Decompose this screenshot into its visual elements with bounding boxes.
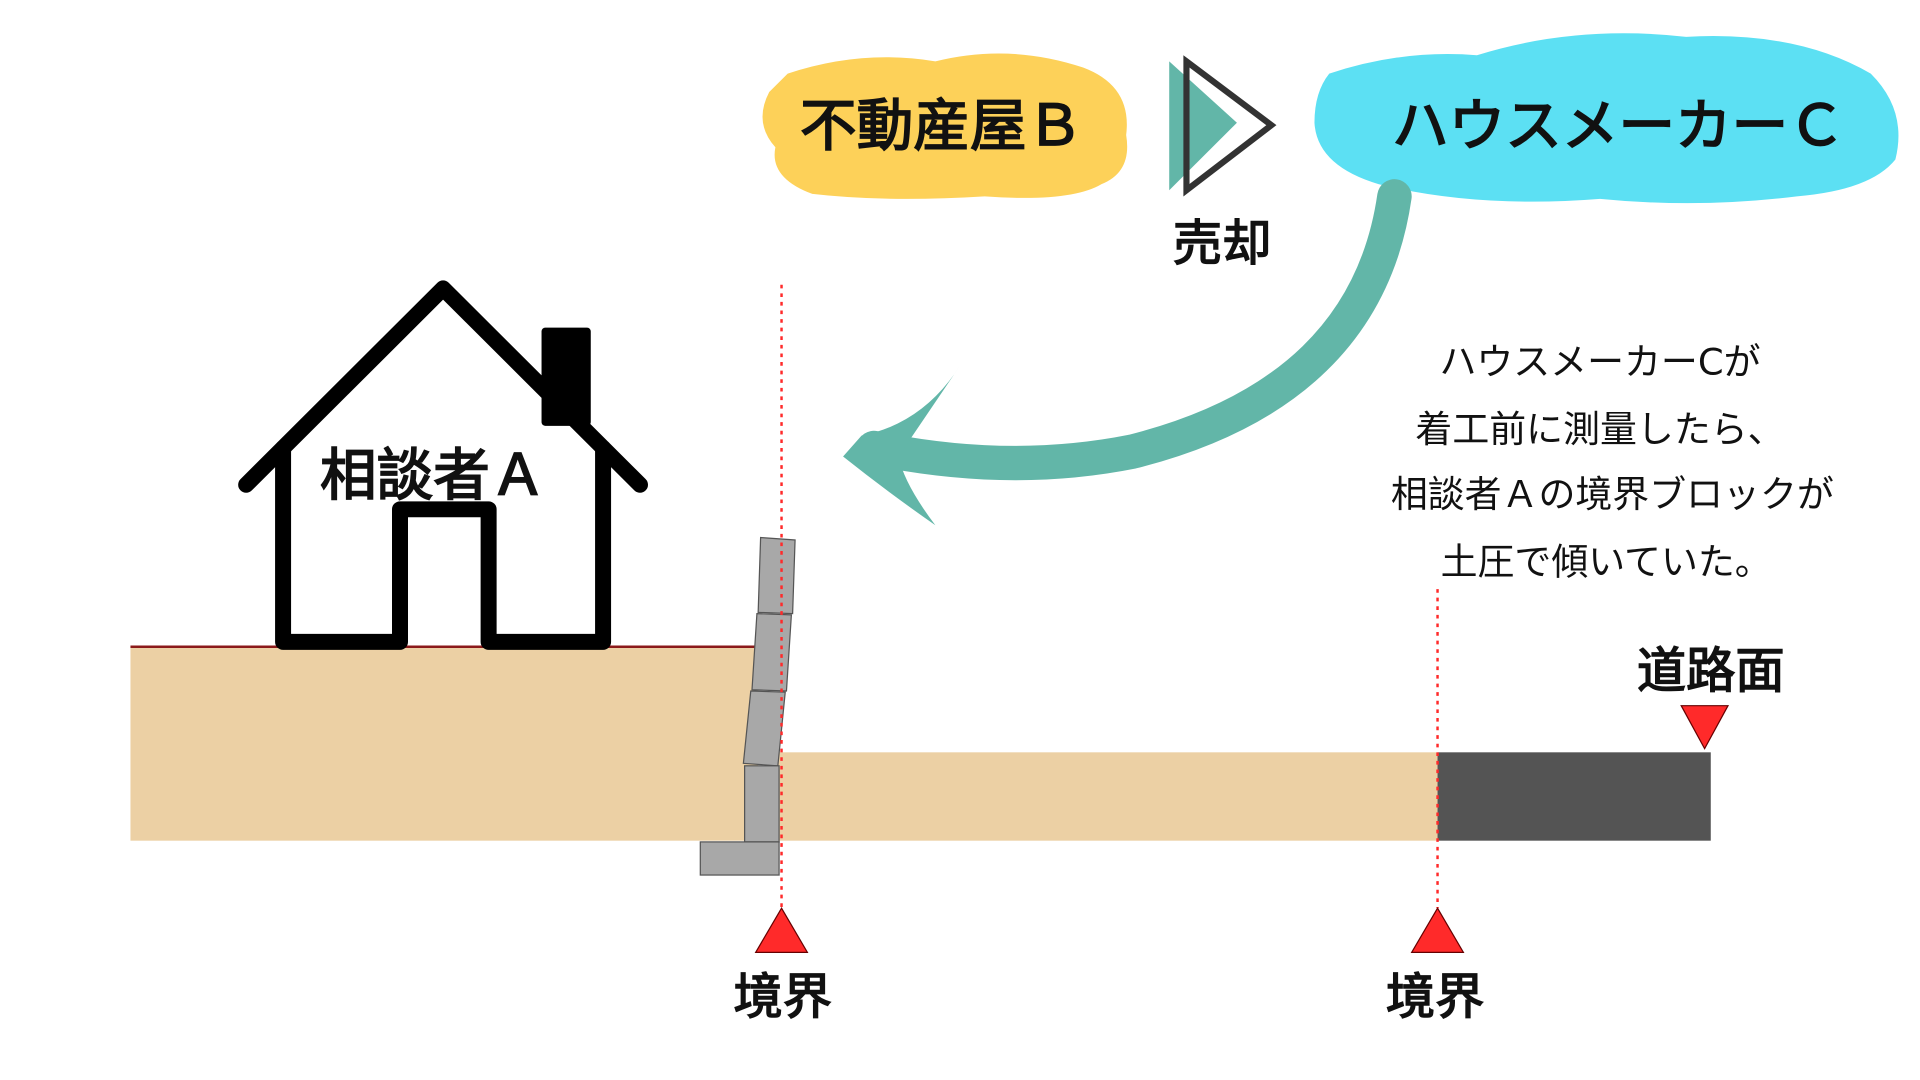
lower-land [777, 752, 1438, 841]
house-maker-bubble: ハウスメーカーＣ [1314, 33, 1899, 204]
sale-arrow-icon [1169, 55, 1277, 197]
house-icon [238, 280, 648, 650]
survey-note: ハウスメーカーCが 着工前に測量したら、 相談者Ａの境界ブロックが 土圧で傾いて… [1391, 340, 1834, 583]
note-line-1: ハウスメーカーCが [1439, 340, 1760, 383]
note-line-2: 着工前に測量したら、 [1415, 408, 1784, 451]
note-line-3: 相談者Ａの境界ブロックが [1391, 473, 1834, 516]
road [1437, 752, 1711, 841]
sale-label: 売却 [1173, 214, 1271, 272]
curved-arrow-icon [843, 179, 1412, 526]
boundary-right-label: 境界 [1386, 968, 1484, 1026]
house-maker-label: ハウスメーカーＣ [1392, 94, 1845, 159]
realtor-bubble: 不動産屋Ｂ [762, 53, 1128, 199]
boundary-marker-left-icon [754, 906, 809, 953]
note-line-4: 土圧で傾いていた。 [1441, 540, 1772, 583]
road-surface-label: 道路面 [1637, 641, 1785, 699]
boundary-block-wall [699, 536, 796, 876]
realtor-label: 不動産屋Ｂ [800, 94, 1083, 159]
consultant-land [130, 646, 759, 841]
boundary-marker-right-icon [1410, 906, 1465, 953]
boundary-left-label: 境界 [734, 968, 832, 1026]
consultant-label: 相談者Ａ [320, 444, 546, 509]
road-surface-marker-icon [1680, 705, 1730, 750]
